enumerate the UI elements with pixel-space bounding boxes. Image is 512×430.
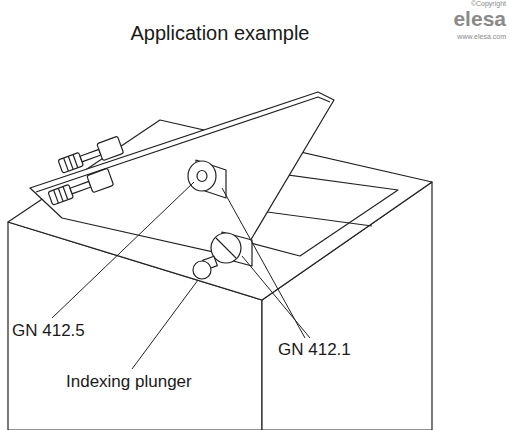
part-label: Indexing plunger — [64, 372, 194, 392]
leader-line — [222, 188, 305, 338]
title: Application example — [131, 22, 310, 45]
leader-line — [132, 280, 198, 369]
leader-lines — [52, 182, 310, 369]
copyright-note: ©Copyright — [471, 0, 506, 8]
website-note: www.elesa.com — [457, 33, 506, 41]
part-label: GN 412.1 — [276, 340, 353, 360]
latch — [47, 168, 113, 207]
latch — [57, 136, 123, 175]
lid-plate — [30, 92, 334, 258]
leader-line — [52, 182, 194, 318]
brand-logo: elesa — [453, 7, 506, 31]
part-label: GN 412.5 — [10, 321, 87, 341]
hinge-upper — [188, 160, 226, 198]
lid-edge — [36, 97, 330, 192]
leader-line — [242, 256, 310, 338]
hinge-lower — [193, 232, 252, 279]
